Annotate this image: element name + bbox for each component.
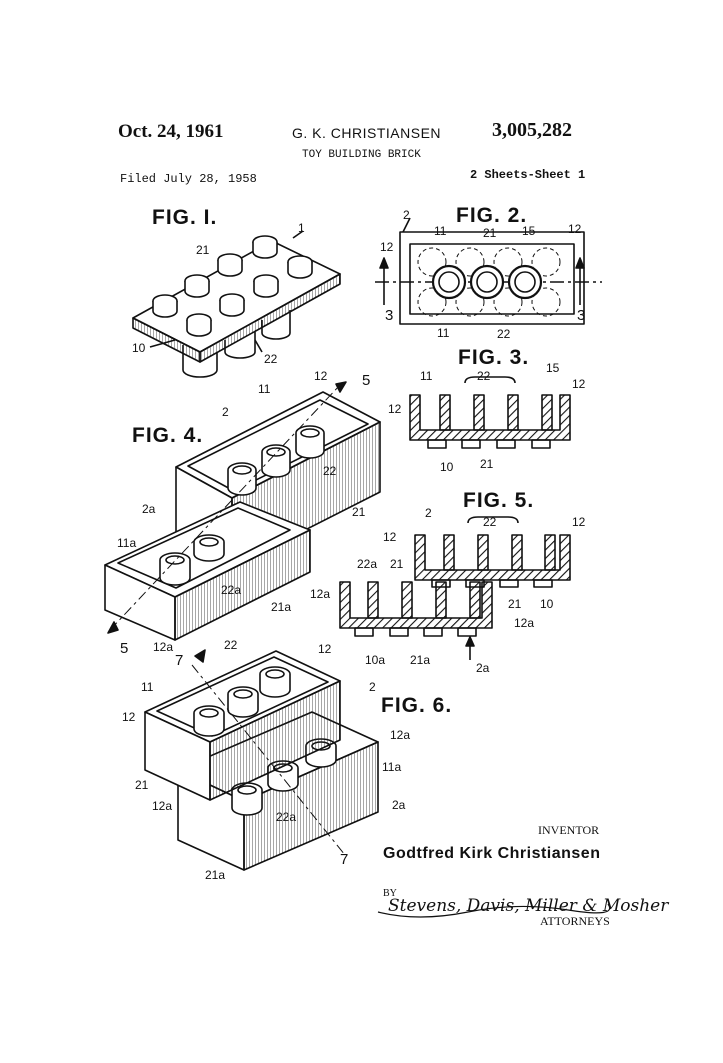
ref-label: 2a <box>392 798 406 812</box>
ref-label: 21 <box>196 243 210 257</box>
ref-label: 11 <box>434 224 447 238</box>
by-label: BY <box>383 888 397 899</box>
ref-label: 22 <box>483 515 497 529</box>
ref-label: 21a <box>205 868 226 882</box>
ref-label: 5 <box>362 372 371 389</box>
ref-label: 11 <box>420 369 433 383</box>
ref-label: 2 <box>425 506 432 520</box>
fig2-label: FIG. 2. <box>456 204 528 227</box>
ref-label: 12a <box>514 616 535 630</box>
ref-label: 12 <box>383 530 397 544</box>
ref-label: 10a <box>365 653 386 667</box>
ref-label: 21 <box>352 505 366 519</box>
ref-label: 21 <box>483 226 497 240</box>
filed-date: Filed July 28, 1958 <box>120 172 257 186</box>
ref-label: 10 <box>540 597 554 611</box>
inventor-label: INVENTOR <box>538 823 600 837</box>
ref-label: 21a <box>271 600 292 614</box>
ref-label: 22 <box>224 638 238 652</box>
fig4-label: FIG. 4. <box>132 424 204 447</box>
ref-label: 21 <box>508 597 522 611</box>
ref-label: 2 <box>222 405 229 419</box>
ref-label: 21 <box>135 778 149 792</box>
fig2-drawing <box>375 217 602 325</box>
ref-label: 2 <box>369 680 376 694</box>
inventor-header: G. K. CHRISTIANSEN <box>292 125 442 141</box>
fig3-label: FIG. 3. <box>458 346 530 369</box>
ref-label: 11 <box>258 382 271 396</box>
attorneys-label: ATTORNEYS <box>540 914 610 928</box>
ref-label: 12a <box>153 640 174 654</box>
ref-label: 11 <box>141 680 154 694</box>
fig6-label: FIG. 6. <box>381 694 453 717</box>
ref-label: 12 <box>314 369 328 383</box>
ref-label: 12 <box>122 710 136 724</box>
ref-label: 12a <box>310 587 331 601</box>
ref-label: 12a <box>390 728 411 742</box>
ref-label: 12 <box>388 402 402 416</box>
ref-label: 12a <box>152 799 173 813</box>
ref-label: 12 <box>572 515 586 529</box>
fig1-drawing <box>132 230 341 378</box>
ref-label: 1 <box>298 221 305 235</box>
ref-label: 7 <box>175 652 184 669</box>
attorneys-signature: Stevens, Davis, Miller & Mosher <box>388 896 669 916</box>
ref-label: 22a <box>221 583 242 597</box>
ref-label: 5 <box>120 640 129 657</box>
ref-label: 10 <box>132 341 146 355</box>
fig3-drawing <box>409 376 571 449</box>
ref-label: 22a <box>276 810 297 824</box>
ref-label: 22 <box>264 352 278 366</box>
patent-date: Oct. 24, 1961 <box>118 121 224 142</box>
ref-label: 2a <box>142 502 156 516</box>
ref-label: 12 <box>572 377 586 391</box>
ref-label: 12 <box>568 222 582 236</box>
ref-label: 22a <box>357 557 378 571</box>
patent-number: 3,005,282 <box>492 119 572 141</box>
fig5-drawing <box>339 516 571 660</box>
fig6-drawing <box>144 649 379 871</box>
ref-label: 12 <box>318 642 332 656</box>
ref-label: 11a <box>117 536 137 550</box>
ref-label: 15 <box>546 361 560 375</box>
ref-label: 22 <box>323 464 337 478</box>
patent-title: TOY BUILDING BRICK <box>302 149 421 161</box>
ref-label: 22 <box>497 327 511 341</box>
ref-label: 15 <box>522 224 536 238</box>
fig1-label: FIG. I. <box>152 206 218 229</box>
ref-label: 11 <box>437 326 450 340</box>
ref-label: 12 <box>380 240 394 254</box>
inventor-name: Godtfred Kirk Christiansen <box>383 845 601 862</box>
fig5-label: FIG. 5. <box>463 489 535 512</box>
sheet-count: 2 Sheets-Sheet 1 <box>470 168 586 182</box>
ref-label: 3 <box>385 307 394 324</box>
ref-label: 21a <box>410 653 431 667</box>
ref-label: 21 <box>480 457 494 471</box>
fig4-drawing <box>104 381 381 641</box>
ref-label: 11a <box>382 760 402 774</box>
ref-label: 22 <box>477 369 491 383</box>
ref-label: 10 <box>440 460 454 474</box>
ref-label: 7 <box>340 851 349 868</box>
ref-label: 21 <box>390 557 404 571</box>
ref-label: 2 <box>403 208 410 222</box>
ref-label: 3 <box>577 307 586 324</box>
ref-label: 2a <box>476 661 490 675</box>
